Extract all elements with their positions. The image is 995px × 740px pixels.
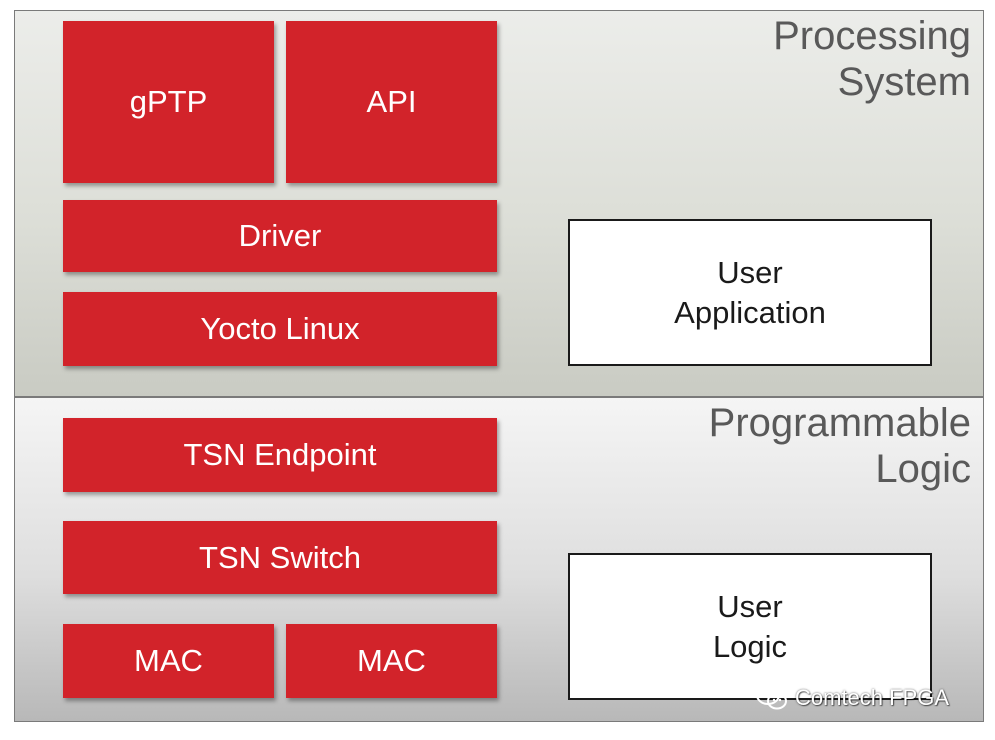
tsn-switch-block: TSN Switch xyxy=(63,521,497,594)
gptp-block: gPTP xyxy=(63,21,274,183)
processing-system-title-line1: Processing xyxy=(773,14,971,58)
programmable-logic-title-line1: Programmable xyxy=(708,401,971,445)
yocto-linux-block: Yocto Linux xyxy=(63,292,497,366)
wechat-icon xyxy=(756,685,787,710)
mac-block-2: MAC xyxy=(286,624,497,698)
driver-block: Driver xyxy=(63,200,497,272)
programmable-logic-title: Programmable Logic xyxy=(709,400,971,492)
user-logic-line2: Logic xyxy=(712,628,788,664)
processing-system-title-line2: System xyxy=(837,60,971,104)
user-application-line2: Application xyxy=(674,294,826,330)
watermark: Comtech FPGA xyxy=(755,684,949,712)
user-logic-line1: User xyxy=(717,588,783,624)
user-application-box: User Application xyxy=(568,219,932,366)
user-application-line1: User xyxy=(717,254,783,290)
user-logic-box: User Logic xyxy=(568,553,932,700)
processing-system-title: Processing System xyxy=(773,13,971,105)
mac-block-1: MAC xyxy=(63,624,274,698)
programmable-logic-title-line2: Logic xyxy=(875,447,971,491)
watermark-text: Comtech FPGA xyxy=(795,685,950,710)
tsn-endpoint-block: TSN Endpoint xyxy=(63,418,497,492)
api-block: API xyxy=(286,21,497,183)
